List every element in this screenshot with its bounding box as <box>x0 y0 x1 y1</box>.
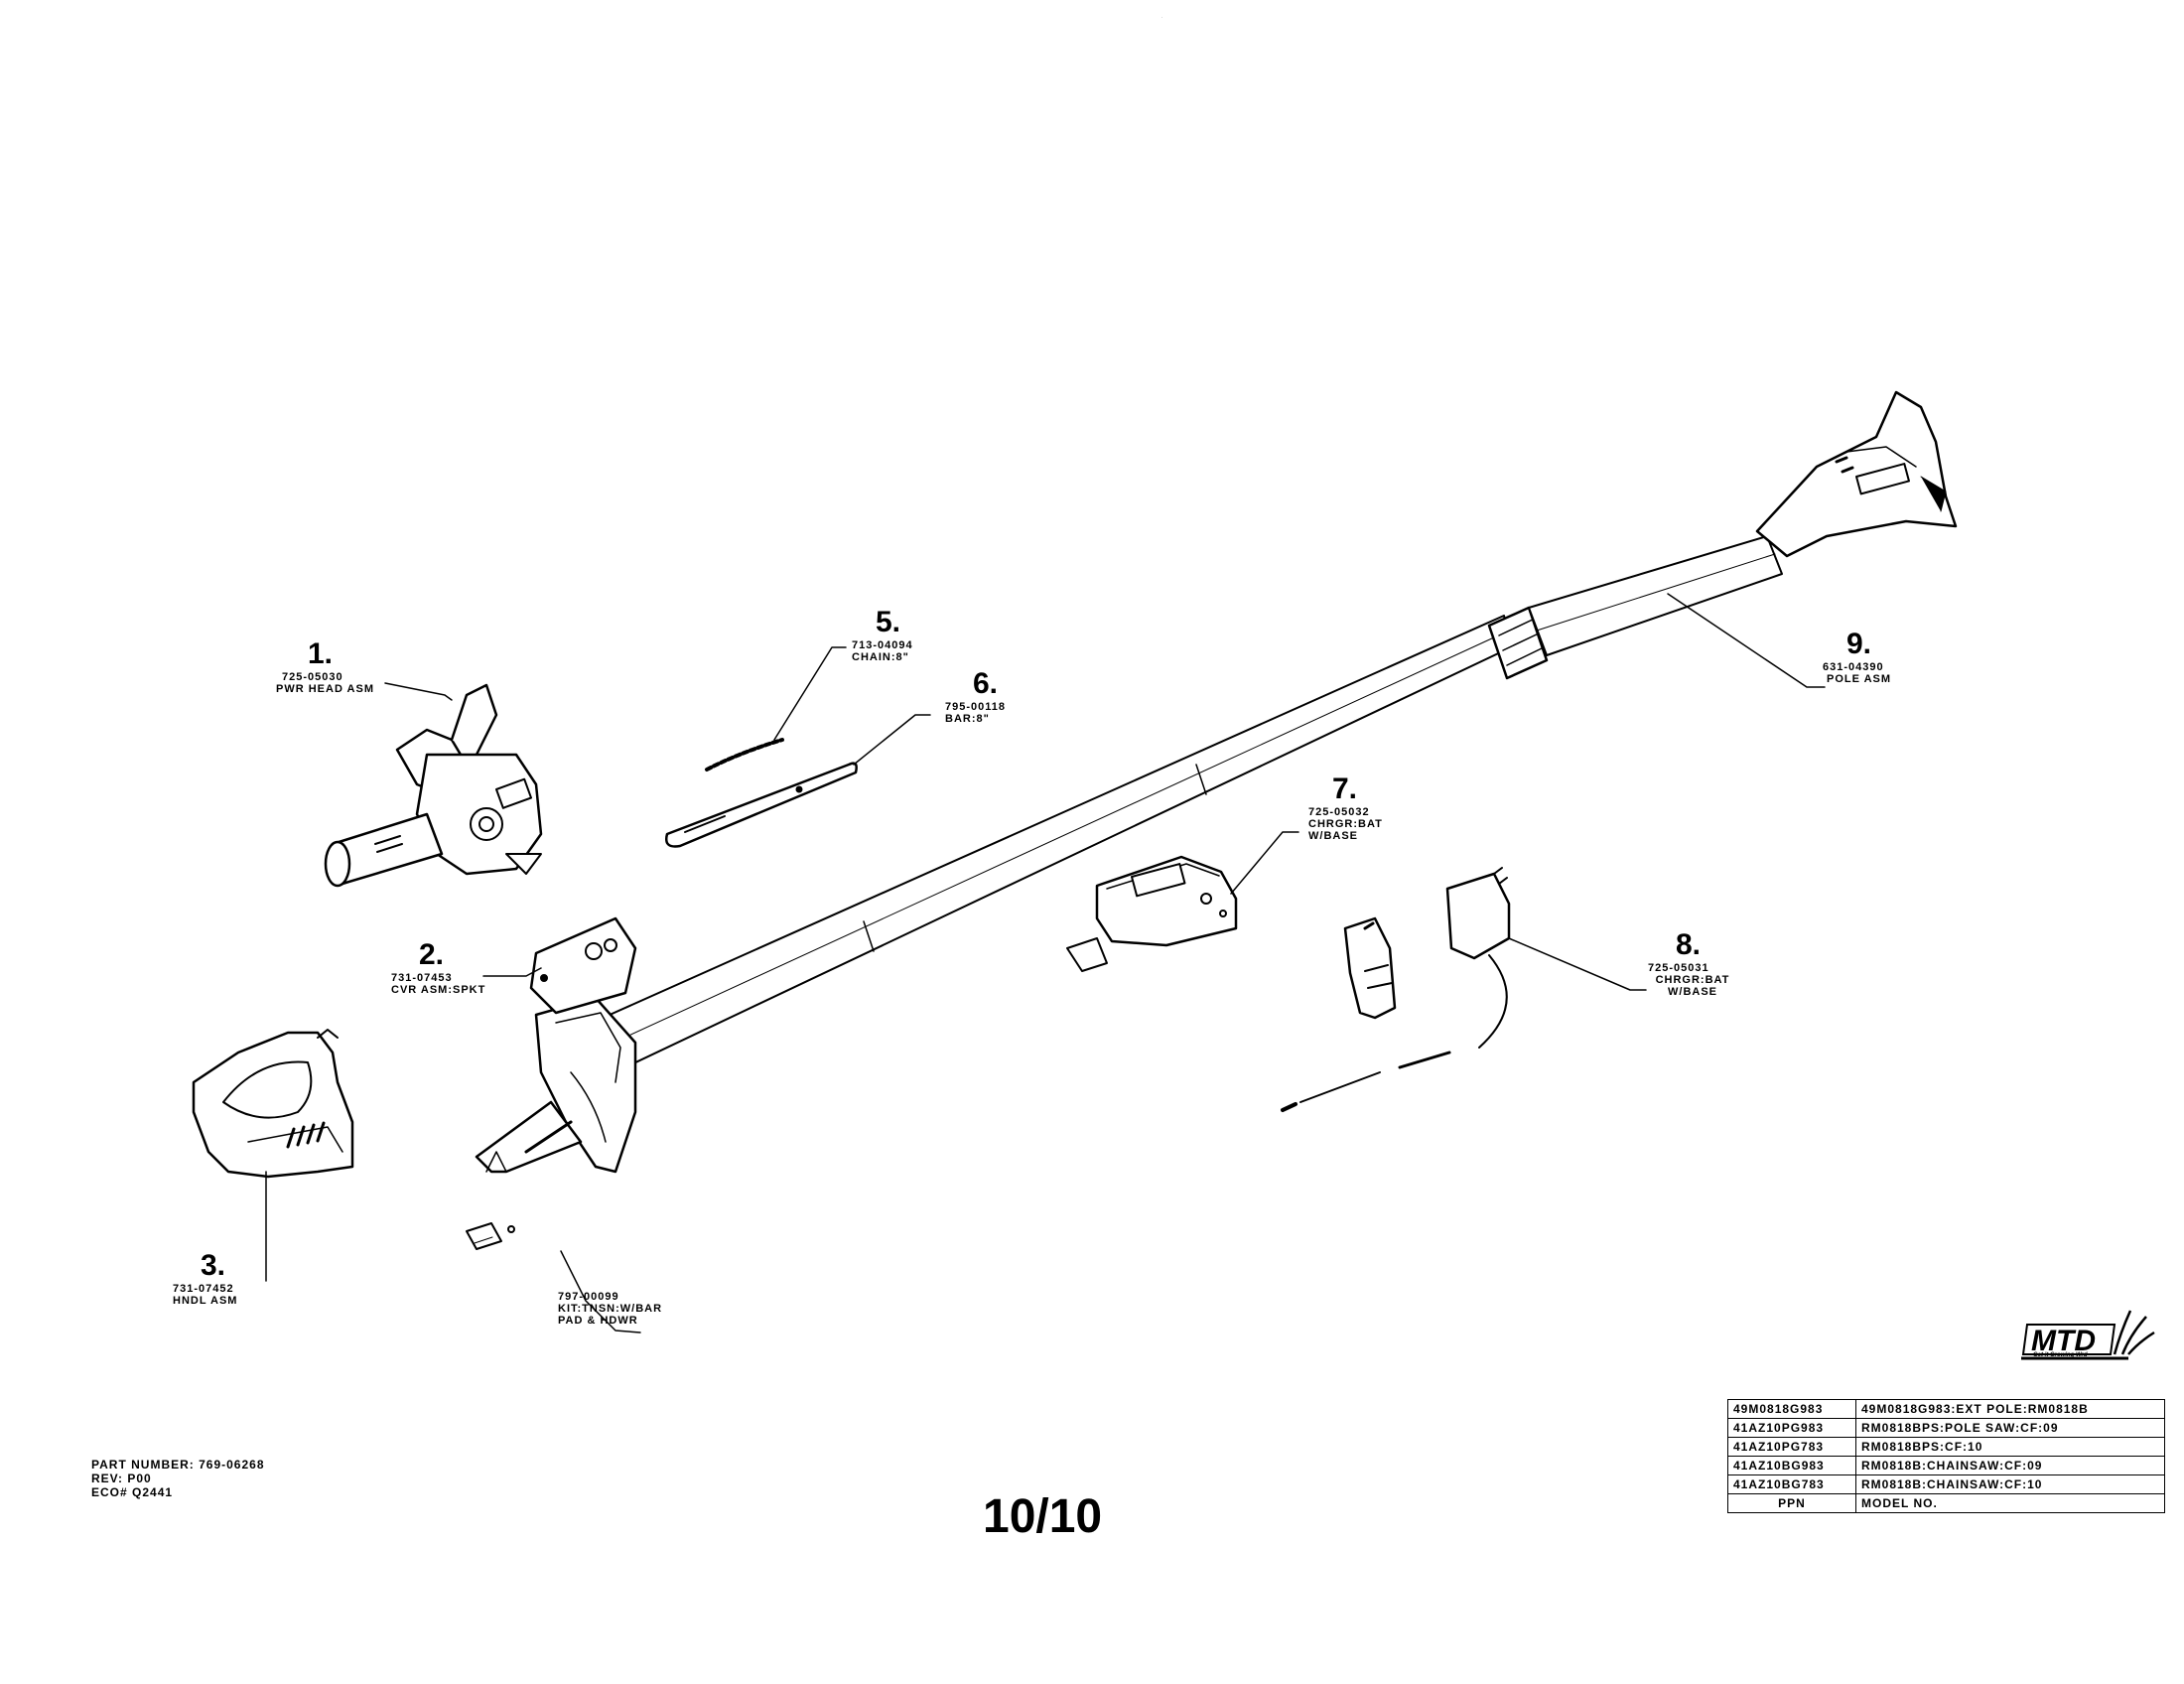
callout-5-number: 5. <box>876 606 901 638</box>
callout-8-part-number: 725-05031 <box>1648 962 1709 974</box>
callout-5-description: CHAIN:8" <box>852 651 909 663</box>
ppn-header: PPN <box>1727 1493 1856 1513</box>
table-row: 49M0818G983 49M0818G983:EXT POLE:RM0818B <box>1727 1399 2165 1419</box>
callout-8-description: CHRGR:BAT W/BASE <box>1655 974 1730 998</box>
callout-5: 5. 713-04094 CHAIN:8" <box>852 606 913 663</box>
model-cell: RM0818B:CHAINSAW:CF:10 <box>1855 1474 2165 1494</box>
tensioner-kit <box>466 1222 515 1250</box>
callout-1-description: PWR HEAD ASM <box>276 683 374 695</box>
part-number-label: PART NUMBER: 769-06268 <box>91 1458 265 1472</box>
callout-9-description: POLE ASM <box>1827 673 1892 685</box>
model-cell: 49M0818G983:EXT POLE:RM0818B <box>1855 1399 2165 1419</box>
table-row: 41AZ10BG783 RM0818B:CHAINSAW:CF:10 <box>1727 1474 2165 1494</box>
logo-text: MTD <box>2031 1325 2096 1357</box>
callout-tensioner-description: KIT:TNSN:W/BAR PAD & HDWR <box>558 1303 663 1327</box>
table-row: 41AZ10PG783 RM0818BPS:CF:10 <box>1727 1437 2165 1457</box>
callout-tensioner: 797-00099 KIT:TNSN:W/BAR PAD & HDWR <box>558 1291 662 1327</box>
callout-tensioner-part-number: 797-00099 <box>558 1291 619 1303</box>
model-cell: RM0818B:CHAINSAW:CF:09 <box>1855 1456 2165 1475</box>
document-info: PART NUMBER: 769-06268 REV: P00 ECO# Q24… <box>91 1458 265 1499</box>
ppn-cell: 49M0818G983 <box>1727 1399 1856 1419</box>
ppn-cell: 41AZ10BG983 <box>1727 1456 1856 1475</box>
guide-bar <box>665 762 858 848</box>
logo-tagline: Get it Growing Wrd <box>2033 1352 2088 1358</box>
callout-9-number: 9. <box>1846 628 1872 660</box>
callout-6: 6. 795-00118 BAR:8" <box>945 667 1006 725</box>
callout-7: 7. 725-05032 CHRGR:BAT W/BASE <box>1308 772 1383 842</box>
callout-9-part-number: 631-04390 <box>1823 661 1884 673</box>
callout-2-description: CVR ASM:SPKT <box>391 984 486 996</box>
leader-lines <box>265 593 1826 1333</box>
callout-2-number: 2. <box>419 938 445 971</box>
table-header-row: PPN MODEL NO. <box>1727 1493 2165 1513</box>
handle-assembly <box>192 1029 354 1179</box>
page-number: 10/10 <box>983 1490 1103 1543</box>
callout-7-number: 7. <box>1332 772 1358 805</box>
sprocket-cover <box>529 916 637 1015</box>
battery-charger-adapter <box>1281 867 1511 1112</box>
callout-5-part-number: 713-04094 <box>852 639 913 651</box>
revision-label: REV: P00 <box>91 1472 152 1485</box>
callout-2-part-number: 731-07453 <box>391 972 453 984</box>
callout-3-description: HNDL ASM <box>173 1295 238 1307</box>
callout-1-part-number: 725-05030 <box>282 671 343 683</box>
callout-9: 9. 631-04390 POLE ASM <box>1823 628 1891 685</box>
ppn-cell: 41AZ10BG783 <box>1727 1474 1856 1494</box>
pole-assembly <box>475 390 1958 1174</box>
model-cell: RM0818BPS:CF:10 <box>1855 1437 2165 1457</box>
callout-6-number: 6. <box>973 667 999 700</box>
model-cell: RM0818BPS:POLE SAW:CF:09 <box>1855 1418 2165 1438</box>
table-row: 41AZ10PG983 RM0818BPS:POLE SAW:CF:09 <box>1727 1418 2165 1438</box>
chain <box>705 738 784 772</box>
callout-3-number: 3. <box>201 1249 226 1282</box>
callout-1: 1. 725-05030 PWR HEAD ASM <box>276 637 374 695</box>
ppn-cell: 41AZ10PG783 <box>1727 1437 1856 1457</box>
mtd-logo: MTD Get it Growing Wrd <box>2021 1310 2155 1360</box>
callout-6-part-number: 795-00118 <box>945 701 1006 713</box>
callout-8-number: 8. <box>1676 928 1702 961</box>
power-head <box>324 683 543 888</box>
callout-7-part-number: 725-05032 <box>1308 806 1370 818</box>
callout-6-description: BAR:8" <box>945 713 990 725</box>
callout-7-description: CHRGR:BAT W/BASE <box>1308 818 1383 842</box>
callout-8: 8. 725-05031 CHRGR:BAT W/BASE <box>1648 928 1737 998</box>
callout-2: 2. 731-07453 CVR ASM:SPKT <box>391 938 485 996</box>
callout-1-number: 1. <box>308 637 334 670</box>
table-row: 41AZ10BG983 RM0818B:CHAINSAW:CF:09 <box>1727 1456 2165 1475</box>
ppn-cell: 41AZ10PG983 <box>1727 1418 1856 1438</box>
eco-label: ECO# Q2441 <box>91 1485 174 1499</box>
callout-3: 3. 731-07452 HNDL ASM <box>173 1249 237 1307</box>
model-number-table: 49M0818G983 49M0818G983:EXT POLE:RM0818B… <box>1727 1399 2165 1513</box>
charger-base <box>1066 855 1238 972</box>
callout-3-part-number: 731-07452 <box>173 1283 234 1295</box>
model-header: MODEL NO. <box>1855 1493 2165 1513</box>
svg-text:.: . <box>1161 14 1162 19</box>
